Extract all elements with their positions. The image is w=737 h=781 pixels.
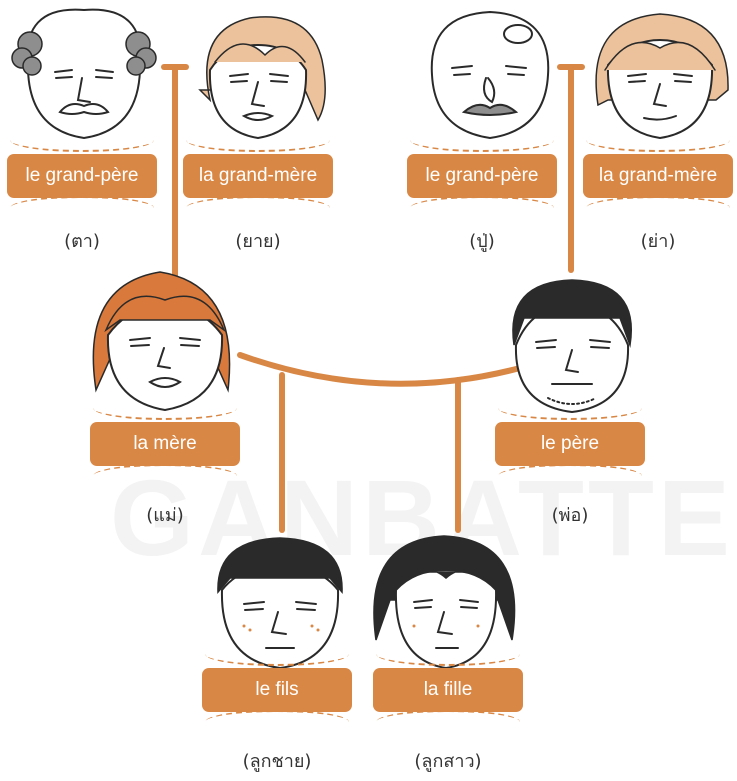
daughter-face	[373, 535, 516, 670]
tag-dashed-top	[410, 140, 554, 152]
member-label: le grand-père	[25, 165, 139, 186]
member-label: le père	[540, 433, 600, 454]
tag-grandfather-maternal: le grand-père	[7, 140, 157, 208]
tag-grandmother-paternal: la grand-mère	[583, 140, 733, 208]
tag-band	[373, 668, 523, 712]
tag-mother: la mère	[90, 408, 240, 476]
thai-caption: (ปู่)	[469, 231, 495, 252]
tag-dashed-top	[93, 408, 237, 420]
grandmother-maternal-face	[198, 16, 326, 140]
tag-band	[90, 422, 240, 466]
tag-dashed-bottom	[586, 196, 730, 208]
tag-daughter: la fille	[373, 654, 523, 722]
member-label: la mère	[133, 433, 197, 454]
tag-dashed-top	[10, 140, 154, 152]
thai-caption: (ลูกชาย)	[242, 751, 312, 772]
member-label: le grand-père	[425, 165, 539, 186]
tag-band	[583, 154, 733, 198]
tag-dashed-bottom	[498, 464, 642, 476]
tag-dashed-bottom	[205, 710, 349, 722]
member-label: le fils	[255, 679, 299, 700]
thai-caption: (พ่อ)	[551, 505, 589, 526]
tag-grandfather-paternal: le grand-père	[407, 140, 557, 208]
thai-caption: (ตา)	[64, 231, 100, 252]
member-label: la grand-mère	[598, 165, 718, 186]
tag-dashed-bottom	[410, 196, 554, 208]
tag-dashed-bottom	[376, 710, 520, 722]
tag-dashed-top	[586, 140, 730, 152]
tag-band	[7, 154, 157, 198]
tag-dashed-top	[186, 140, 330, 152]
mother-face	[92, 271, 231, 412]
tag-dashed-bottom	[10, 196, 154, 208]
tag-band	[407, 154, 557, 198]
grandfather-maternal-face	[11, 8, 157, 140]
thai-caption: (ย่า)	[640, 231, 676, 252]
tag-dashed-top	[498, 408, 642, 420]
tag-dashed-bottom	[93, 464, 237, 476]
tag-band	[495, 422, 645, 466]
tag-dashed-bottom	[186, 196, 330, 208]
tag-band	[183, 154, 333, 198]
tag-son: le fils	[202, 654, 352, 722]
grandfather-paternal-face	[430, 10, 550, 140]
son-face	[217, 537, 343, 670]
tag-dashed-top	[205, 654, 349, 666]
member-label: la grand-mère	[198, 165, 318, 186]
grandmother-paternal-face	[595, 13, 729, 140]
thai-caption: (ยาย)	[235, 231, 281, 252]
thai-caption: (แม่)	[146, 505, 184, 526]
tag-father: le père	[495, 408, 645, 476]
parents-arc	[237, 352, 523, 387]
member-label: la fille	[423, 679, 473, 700]
tag-dashed-top	[376, 654, 520, 666]
tag-grandmother-maternal: la grand-mère	[183, 140, 333, 208]
thai-caption: (ลูกสาว)	[414, 751, 482, 772]
tag-band	[202, 668, 352, 712]
father-face	[512, 279, 632, 414]
